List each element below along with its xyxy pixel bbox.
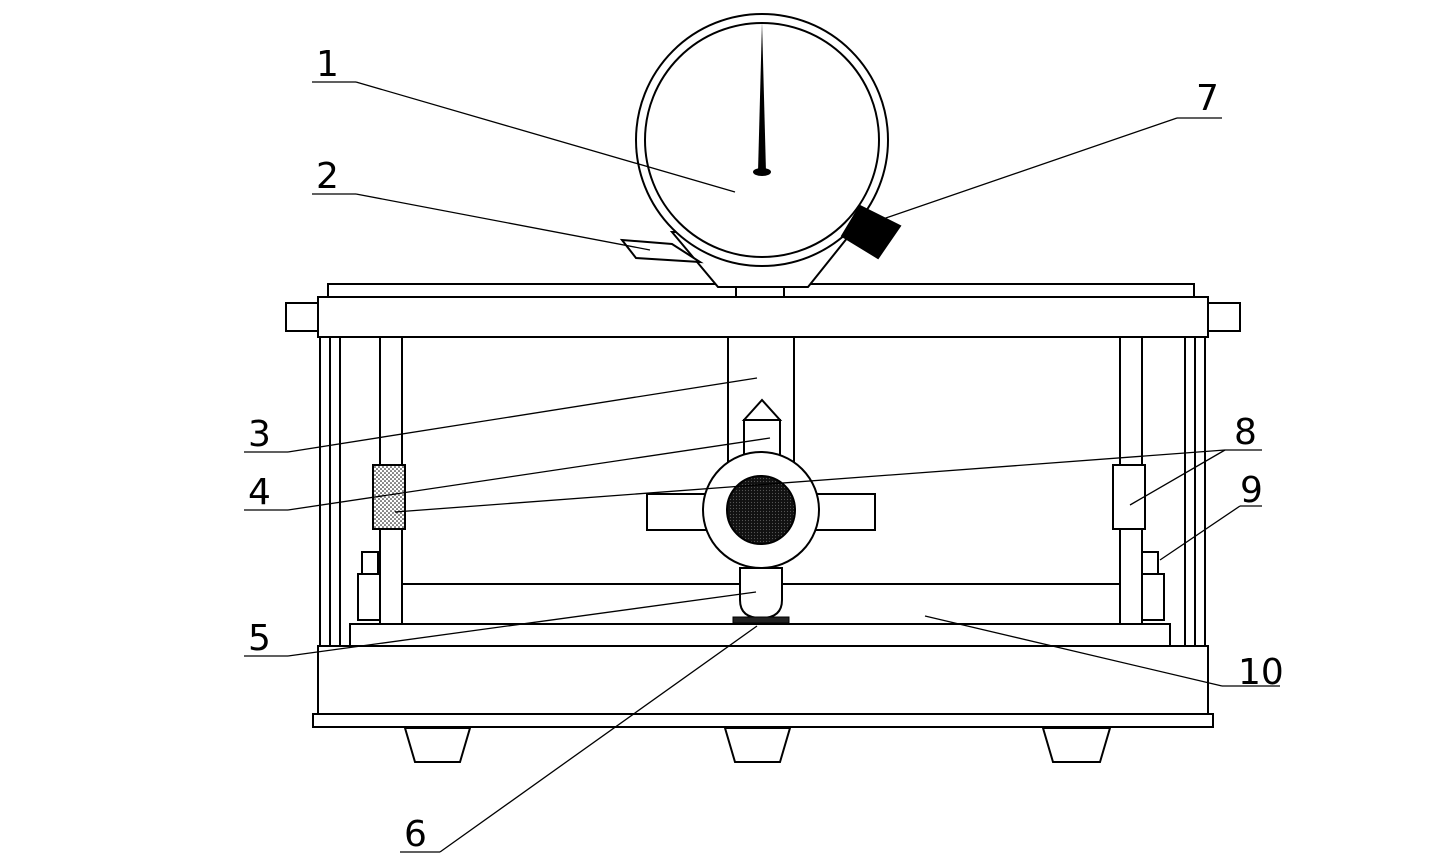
leader-lines bbox=[244, 81, 1280, 853]
dial-gauge bbox=[635, 13, 889, 267]
lower-tip bbox=[732, 567, 790, 624]
callout-3: 3 bbox=[248, 414, 271, 455]
side-nuts bbox=[357, 551, 1165, 621]
rotating-hub bbox=[646, 451, 876, 569]
base-plate bbox=[312, 645, 1214, 728]
callout-9: 9 bbox=[1240, 470, 1263, 511]
gauge-clip bbox=[619, 238, 704, 264]
side-frame bbox=[319, 338, 1206, 646]
callout-4: 4 bbox=[248, 472, 271, 513]
callout-2: 2 bbox=[316, 156, 339, 197]
callout-5: 5 bbox=[248, 618, 271, 659]
gauge-knob bbox=[840, 204, 902, 260]
callout-labels: 1 2 3 4 5 6 7 8 9 10 bbox=[248, 44, 1284, 855]
callout-10: 10 bbox=[1238, 652, 1284, 693]
top-beam bbox=[285, 283, 1241, 338]
callout-7: 7 bbox=[1196, 78, 1219, 119]
base-feet bbox=[403, 727, 1112, 763]
callout-8: 8 bbox=[1234, 412, 1257, 453]
callout-6: 6 bbox=[404, 814, 427, 855]
callout-1: 1 bbox=[316, 44, 339, 85]
lower-platform bbox=[349, 623, 1171, 647]
